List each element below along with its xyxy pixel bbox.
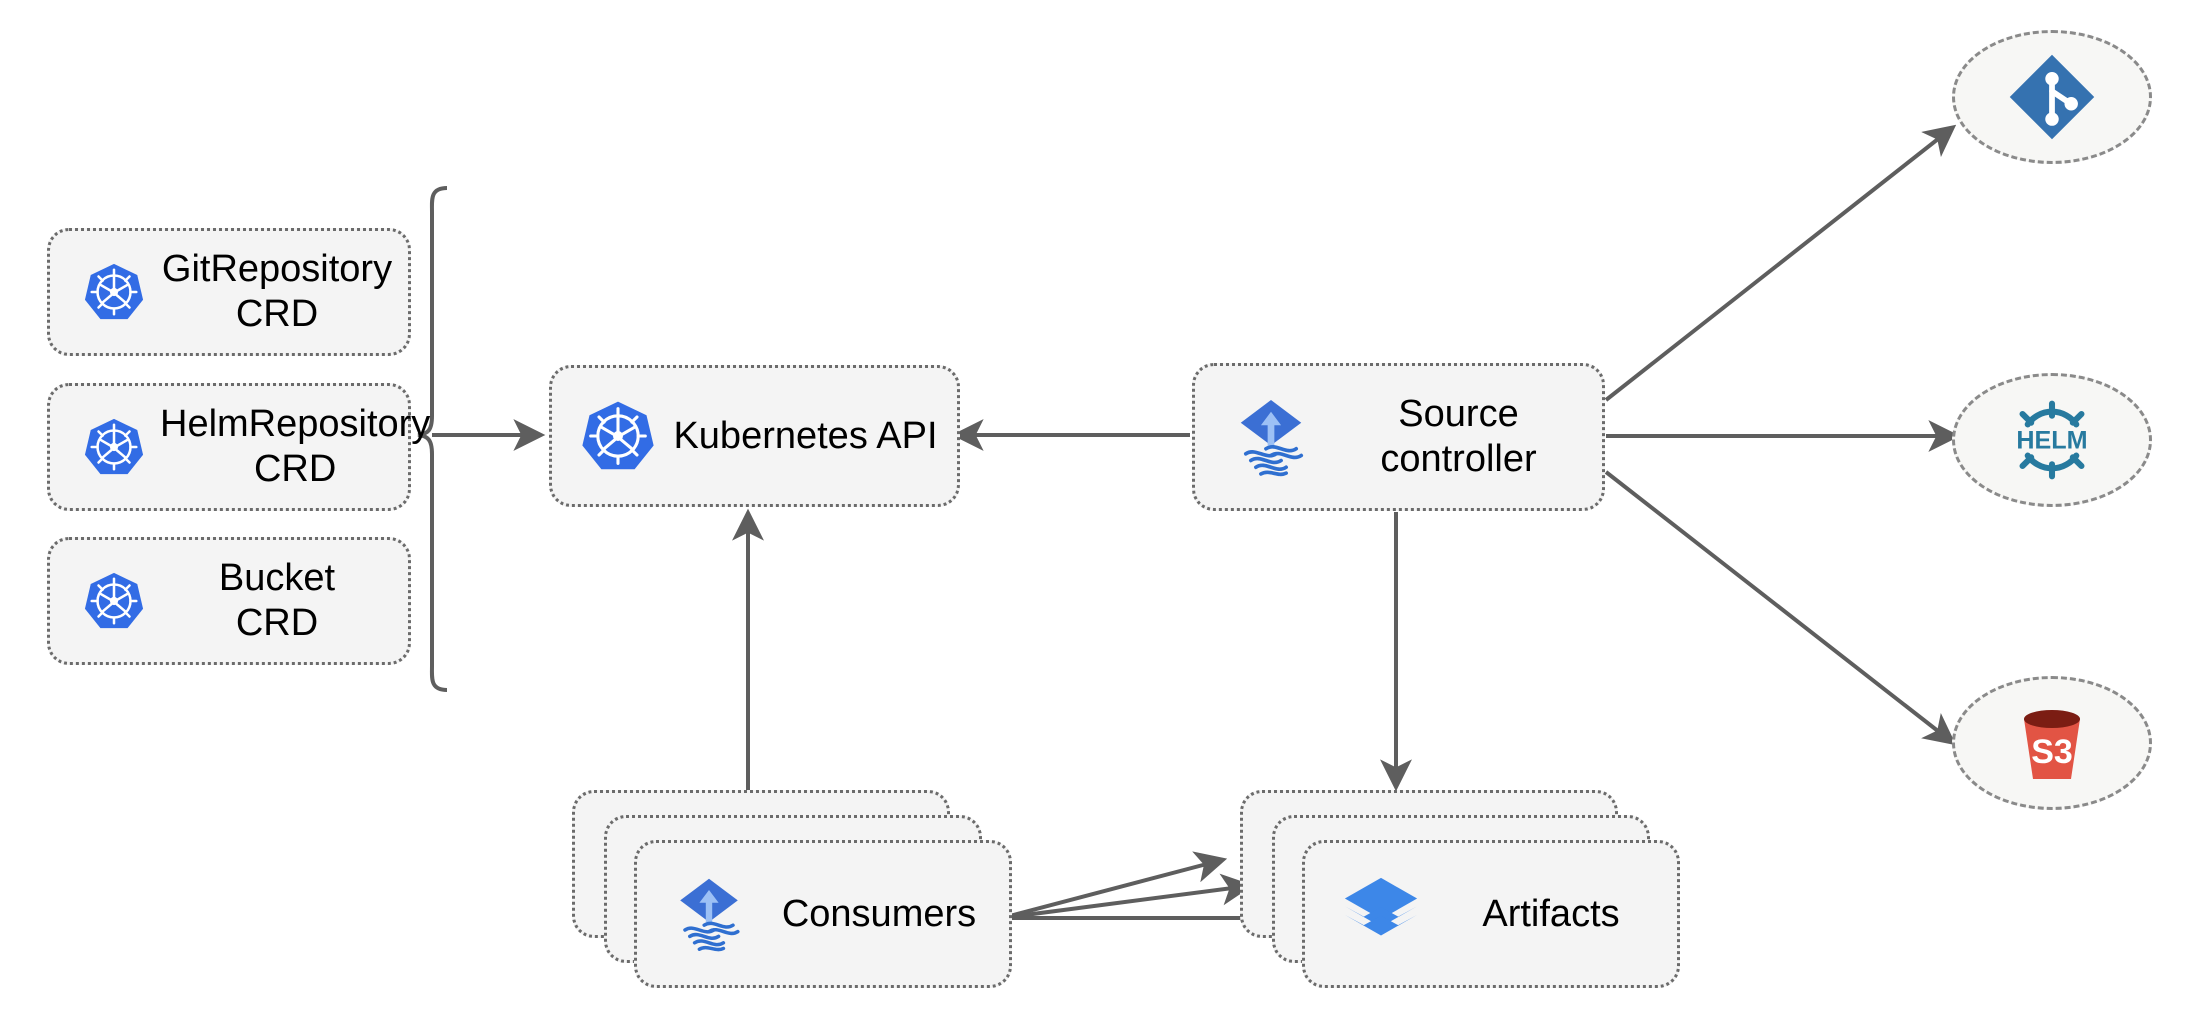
s3-source-node[interactable]: S3 [1952,676,2152,810]
helmrepository-crd-node[interactable]: HelmRepository CRD [47,383,430,511]
source-controller-node[interactable]: Source controller [1192,363,1605,511]
kubernetes-api-node[interactable]: Kubernetes API [549,365,960,507]
wire-consumers-to-artifacts-2 [1001,873,1254,920]
git-icon [2004,49,2100,145]
helmrepository-crd-label: HelmRepository CRD [160,403,431,490]
svg-text:S3: S3 [2031,733,2073,771]
kubernetes-icon [68,570,160,632]
flux-icon [1213,395,1329,479]
helm-source-node[interactable]: HELM [1952,373,2152,507]
consumers-label: Consumers [781,892,977,935]
layers-icon [1323,871,1439,957]
kubernetes-icon [68,261,160,323]
bucket-crd-label: Bucket CRD [218,557,336,644]
flux-icon [655,874,763,954]
artifacts-label: Artifacts [1482,892,1620,935]
git-source-node[interactable] [1952,30,2152,164]
gitrepository-crd-node[interactable]: GitRepository CRD [47,228,411,356]
kubernetes-api-label: Kubernetes API [673,414,938,457]
s3-icon: S3 [2002,693,2102,793]
helm-icon: HELM [2000,388,2104,492]
source-controller-label: Source controller [1380,393,1537,480]
consumers-node[interactable]: Consumers [634,840,1012,988]
gitrepository-crd-label: GitRepository CRD [161,248,393,335]
kubernetes-icon [68,416,160,478]
kubernetes-icon [568,398,668,474]
wire-consumers-to-artifacts-1 [1001,851,1228,920]
artifacts-node[interactable]: Artifacts [1302,840,1680,988]
wire-source-controller-to-git [1604,124,1957,402]
svg-text:HELM: HELM [2016,427,2087,455]
wire-source-controller-to-s3 [1604,470,1957,746]
bucket-crd-node[interactable]: Bucket CRD [47,537,411,665]
